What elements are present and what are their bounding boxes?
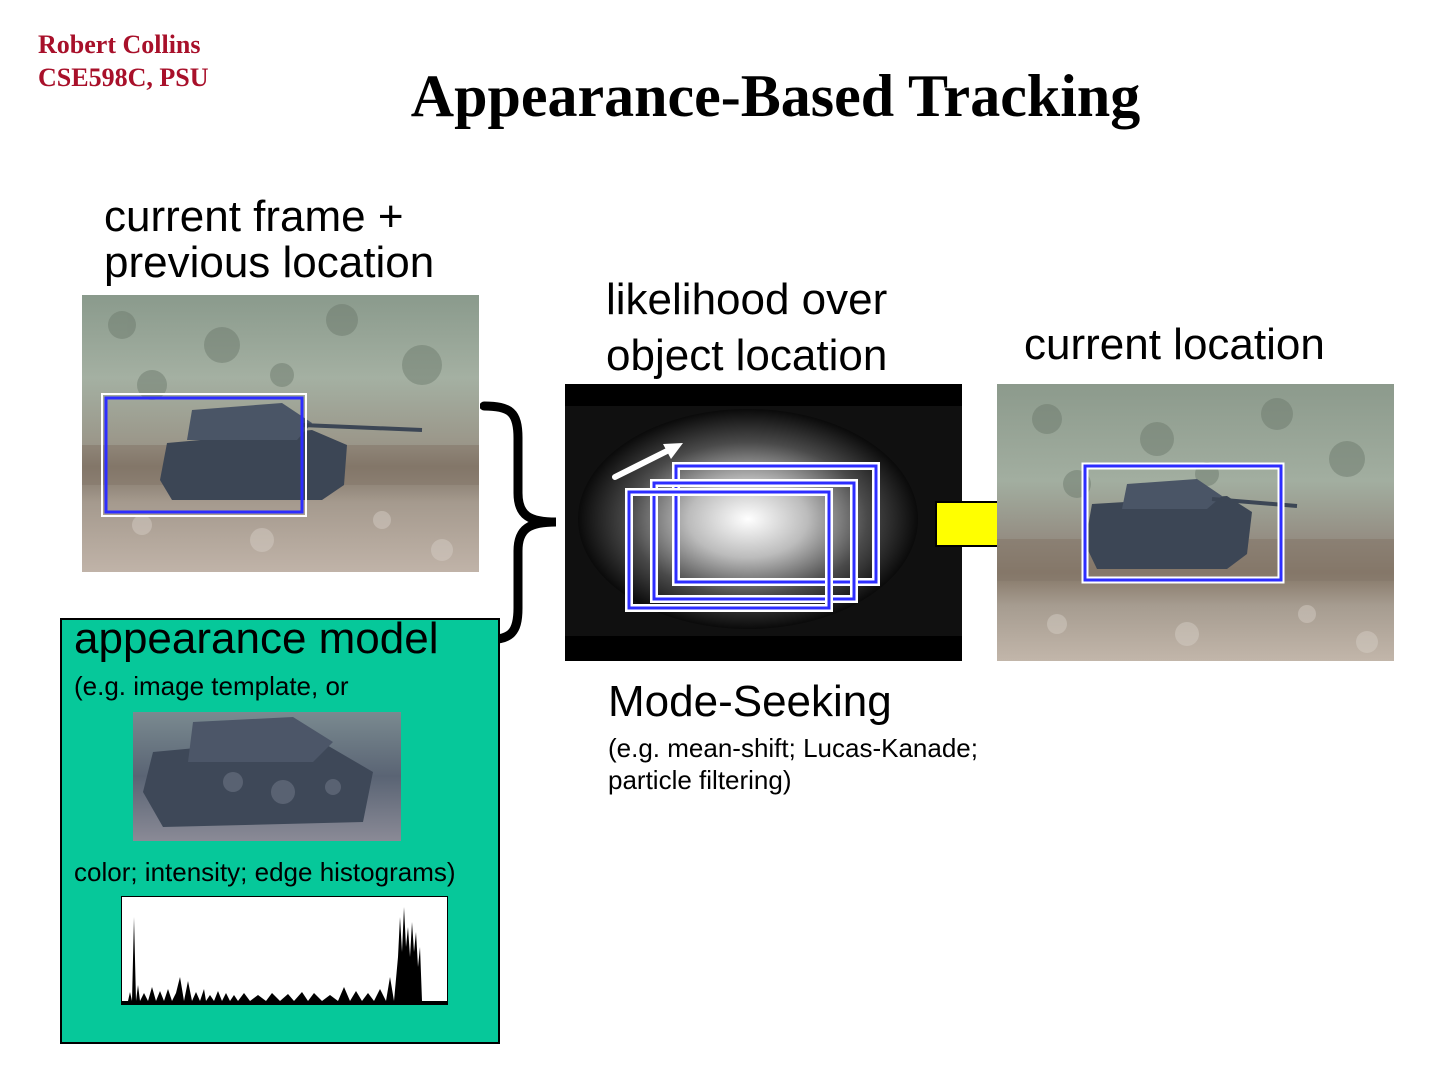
merge-brace [479, 398, 560, 648]
mode-seeking-example-1: (e.g. mean-shift; Lucas-Kanade; [608, 733, 978, 763]
input-frame-label: current frame + previous location [104, 192, 435, 287]
appearance-model-label: appearance model [74, 614, 439, 663]
image-template [133, 712, 401, 841]
author-block: Robert Collins CSE598C, PSU [38, 28, 208, 94]
appearance-model-box: appearance model (e.g. image template, o… [60, 614, 500, 1044]
appearance-model-example-1: (e.g. image template, or [74, 671, 349, 701]
edge-histogram [121, 896, 448, 1005]
mode-seeking-example-2: particle filtering) [608, 765, 792, 795]
course-code: CSE598C, PSU [38, 63, 209, 92]
current-location-image [997, 384, 1394, 661]
current-location-label: current location [1024, 320, 1325, 369]
likelihood-label: likelihood over object location [606, 275, 888, 380]
appearance-model-example-2: color; intensity; edge histograms) [74, 857, 456, 887]
slide-title: Appearance-Based Tracking [410, 63, 1141, 129]
likelihood-map [565, 384, 962, 661]
author-name: Robert Collins [38, 30, 201, 59]
mode-seeking-label: Mode-Seeking [608, 677, 892, 726]
current-frame-image [82, 295, 479, 572]
